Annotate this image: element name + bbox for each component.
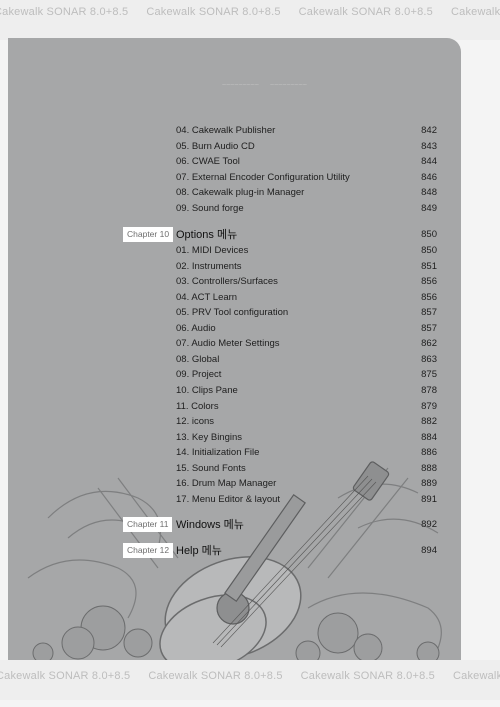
- entry-title: 03. Controllers/Surfaces: [176, 276, 278, 288]
- chapter-label: Chapter 10: [123, 227, 174, 242]
- page-number: 878: [421, 384, 437, 396]
- entry-title: 05. PRV Tool configuration: [176, 307, 289, 319]
- watermark-text: Cakewalk SONAR 8.0+8.5: [450, 6, 500, 18]
- page-number: 875: [421, 369, 437, 381]
- entry-title: Help 메뉴: [176, 545, 222, 557]
- entry-title: 07. External Encoder Configuration Utili…: [176, 171, 350, 183]
- guitar-illustration: [27, 461, 442, 668]
- page-number: 850: [421, 229, 437, 240]
- bottom-watermark-band: Cakewalk SONAR 8.0+8.5 Cakewalk SONAR 8.0…: [0, 660, 500, 700]
- toc-page: ~~~~~~~~~ ~~~~~~~~~: [8, 38, 461, 668]
- entry-title: 04. ACT Learn: [176, 291, 238, 303]
- toc-entry: 03. Controllers/Surfaces 856: [8, 274, 461, 290]
- page-number: 882: [421, 416, 437, 428]
- top-watermark-band: Cakewalk SONAR 8.0+8.5 Cakewalk SONAR 8.0…: [0, 0, 500, 40]
- entry-title: 01. MIDI Devices: [176, 245, 249, 256]
- entry-title: 09. Project: [176, 369, 222, 381]
- toc-entry: 11. Colors 879: [8, 399, 461, 415]
- page-number: 851: [421, 260, 437, 272]
- page-number: 843: [421, 140, 437, 152]
- toc-entry: 07. External Encoder Configuration Utili…: [8, 170, 461, 186]
- watermark-text: Cakewalk SONAR 8.0+8.5: [300, 670, 435, 682]
- entry-title: 08. Cakewalk plug-in Manager: [176, 187, 305, 199]
- entry-title: 13. Key Bingins: [176, 431, 243, 443]
- toc-entry: 08. Global 863: [8, 352, 461, 368]
- toc-entry: 06. CWAE Tool 844: [8, 154, 461, 170]
- chapter-label: Chapter 12: [123, 543, 174, 558]
- toc-entry: 05. PRV Tool configuration 857: [8, 305, 461, 321]
- watermark-text: Cakewalk SONAR 8.0+8.5: [146, 6, 281, 18]
- toc-entry: 17. Menu Editor & layout 891: [8, 492, 461, 508]
- toc-entry: 09. Project 875: [8, 367, 461, 383]
- toc-entry: 12. icons 882: [8, 414, 461, 430]
- page-number: 884: [421, 431, 437, 443]
- toc-entry: 04. Cakewalk Publisher 842: [8, 123, 461, 139]
- entry-title: 06. CWAE Tool: [176, 156, 240, 168]
- page-number: 856: [421, 291, 437, 303]
- page-number: 857: [421, 322, 437, 334]
- toc-entry: 13. Key Bingins 884: [8, 430, 461, 446]
- entry-title: 12. icons: [176, 416, 215, 428]
- page-number: 849: [421, 203, 437, 214]
- page-number: 886: [421, 447, 437, 459]
- entry-title: 15. Sound Fonts: [176, 462, 246, 474]
- page-number: 856: [421, 276, 437, 288]
- page-number: 848: [421, 187, 437, 199]
- entry-title: 09. Sound forge: [176, 203, 244, 214]
- entry-title: 06. Audio: [176, 322, 216, 334]
- toc-entry: 16. Drum Map Manager 889: [8, 476, 461, 492]
- page-number: 889: [421, 478, 437, 490]
- watermark-text: Cakewalk SONAR 8.0+8.5: [148, 670, 283, 682]
- entry-title: Windows 메뉴: [176, 519, 244, 531]
- toc-entry: 08. Cakewalk plug-in Manager 848: [8, 185, 461, 201]
- page-number: 894: [421, 545, 437, 556]
- toc-entry: 10. Clips Pane 878: [8, 383, 461, 399]
- entry-title: 10. Clips Pane: [176, 384, 238, 396]
- page-number: 846: [421, 171, 437, 183]
- entry-title: 08. Global: [176, 353, 220, 365]
- faint-mark: ~~~~~~~~~: [222, 82, 259, 89]
- entry-title: 04. Cakewalk Publisher: [176, 125, 276, 136]
- toc-entry: 05. Burn Audio CD 843: [8, 139, 461, 155]
- toc-entry: 14. Initialization File 886: [8, 445, 461, 461]
- entry-title: 07. Audio Meter Settings: [176, 338, 280, 350]
- watermark-text: Cakewalk SONAR 8.0+8.5: [298, 6, 433, 18]
- page-number: 879: [421, 400, 437, 412]
- watermark-text: Cakewalk SONAR 8.0+8.5: [452, 670, 500, 682]
- chapter-label: Chapter 11: [123, 517, 173, 532]
- guitar-icon: [159, 461, 390, 668]
- page-number: 863: [421, 353, 437, 365]
- toc-entry: 06. Audio 857: [8, 321, 461, 337]
- toc-entry: 07. Audio Meter Settings 862: [8, 336, 461, 352]
- faint-mark: ~~~~~~~~~: [270, 82, 307, 89]
- toc-entry: 15. Sound Fonts 888: [8, 461, 461, 477]
- entry-title: 17. Menu Editor & layout: [176, 493, 281, 505]
- entry-title: Options 메뉴: [176, 229, 238, 241]
- page-number: 862: [421, 338, 437, 350]
- entry-title: 16. Drum Map Manager: [176, 478, 277, 490]
- table-of-contents: 04. Cakewalk Publisher 842 05. Burn Audio …: [8, 38, 461, 668]
- page-number: 857: [421, 307, 437, 319]
- toc-entry: 04. ACT Learn 856: [8, 290, 461, 306]
- toc-entry: 09. Sound forge 849: [8, 201, 461, 217]
- page-number: 842: [421, 125, 437, 136]
- page-number: 850: [421, 245, 437, 256]
- entry-title: 02. Instruments: [176, 260, 242, 272]
- watermark-text: Cakewalk SONAR 8.0+8.5: [0, 6, 129, 18]
- watermark-text: Cakewalk SONAR 8.0+8.5: [0, 670, 131, 682]
- entry-title: 11. Colors: [176, 400, 219, 412]
- toc-entry: 02. Instruments 851: [8, 259, 461, 275]
- entry-title: 14. Initialization File: [176, 447, 260, 459]
- page-number: 844: [421, 156, 437, 168]
- entry-title: 05. Burn Audio CD: [176, 140, 255, 152]
- page-number: 892: [421, 519, 437, 530]
- toc-entry: 01. MIDI Devices 850: [8, 243, 461, 259]
- page-number: 888: [421, 462, 437, 474]
- page-number: 891: [421, 493, 437, 505]
